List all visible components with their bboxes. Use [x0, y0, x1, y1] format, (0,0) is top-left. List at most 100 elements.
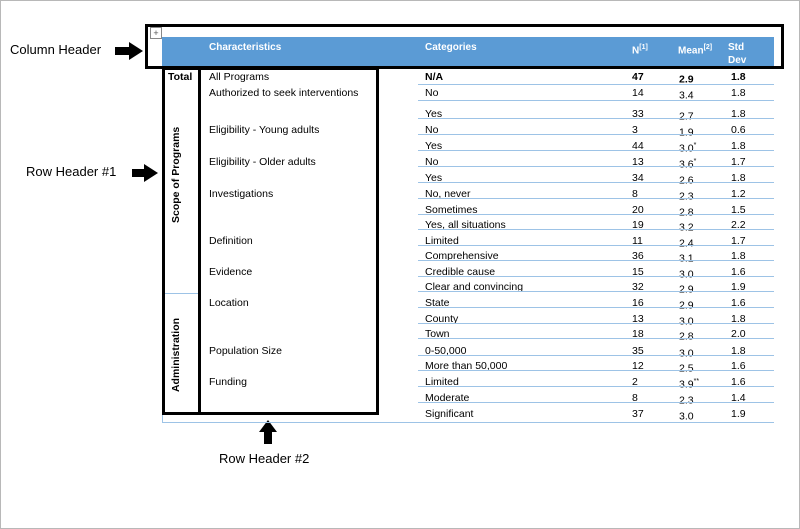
row-divider: [418, 198, 774, 199]
row-category: Yes: [425, 140, 443, 152]
row-category: County: [425, 313, 459, 325]
row-n: 8: [632, 392, 638, 404]
row-category: No: [425, 124, 439, 136]
row-mean: 2.8: [679, 204, 694, 219]
row-mean-value: 2.5: [679, 362, 694, 375]
row-category: State: [425, 297, 450, 309]
row-std-dev: 1.8: [731, 313, 746, 325]
row-n: 15: [632, 266, 644, 278]
column-header-row: Characteristics Categories N[1] Mean[2] …: [162, 37, 774, 67]
row-divider: [418, 134, 774, 135]
row-category: More than 50,000: [425, 360, 508, 372]
row-std-dev: 1.6: [731, 297, 746, 309]
row-std-dev: 1.8: [731, 250, 746, 262]
row-category: Limited: [425, 235, 459, 247]
row-divider: [418, 291, 774, 292]
row-mean-significance: **: [693, 378, 700, 385]
row-std-dev: 1.7: [731, 235, 746, 247]
row-category: 0-50,000: [425, 345, 467, 357]
row-category: No, never: [425, 188, 471, 200]
header-std: Std: [728, 42, 745, 53]
row-std-dev: 1.6: [731, 266, 746, 278]
row-divider: [418, 276, 774, 277]
row-category: No: [425, 87, 439, 99]
row-std-dev: 1.8: [731, 140, 746, 152]
row-divider: [418, 229, 774, 230]
row-divider: [418, 84, 774, 85]
row-category: Sometimes: [425, 204, 478, 216]
row-n: 35: [632, 345, 644, 357]
row-mean: 3.2: [679, 219, 694, 234]
row-std-dev: 1.8: [731, 172, 746, 184]
char-population: Population Size: [209, 345, 282, 357]
row-category: Clear and convincing: [425, 281, 524, 293]
row-std-dev: 1.9: [731, 408, 746, 420]
row-mean-significance: *: [693, 142, 697, 149]
row-mean-value: 2.8: [679, 330, 694, 343]
row-mean-value: 3.0: [679, 315, 694, 328]
row-std-dev: 2.2: [731, 219, 746, 231]
row-divider: [418, 323, 774, 324]
row-divider: [418, 370, 774, 371]
row-mean-value: 3.6: [679, 158, 694, 171]
row-category: No: [425, 156, 439, 168]
row-std-dev: 1.6: [731, 376, 746, 388]
table-move-handle-icon[interactable]: +: [150, 27, 162, 39]
row-mean: 3.4: [679, 87, 694, 102]
row-mean: 1.9: [679, 124, 694, 139]
column-header-label: Column Header: [10, 42, 102, 57]
row-header-2-highlight-box: [198, 67, 379, 415]
row-n: 33: [632, 108, 644, 120]
row-n: 14: [632, 87, 644, 99]
row-header-1-label: Row Header #1: [26, 164, 117, 179]
header-categories: Categories: [425, 42, 477, 53]
char-investigations: Investigations: [209, 188, 274, 200]
row-mean-value: 2.4: [679, 237, 694, 250]
row-mean: 3.0: [679, 313, 694, 328]
row-mean-value: 2.3: [679, 190, 694, 203]
row-divider: [418, 118, 774, 119]
row-header-1-highlight-box: [162, 67, 201, 415]
row-mean-value: 2.8: [679, 206, 694, 219]
row-category: Moderate: [425, 392, 470, 404]
row-mean-significance: *: [693, 158, 697, 165]
row-mean: 2.6: [679, 172, 694, 187]
row-n: 11: [632, 235, 643, 247]
row-mean-value: 2.7: [679, 110, 694, 123]
row-divider: [418, 245, 774, 246]
row-mean-value: 3.0: [679, 410, 694, 423]
char-evidence: Evidence: [209, 266, 253, 278]
row-std-dev: 1.7: [731, 156, 746, 168]
row-divider: [418, 214, 774, 215]
row-n: 47: [632, 71, 644, 83]
row-header-2-arrow: [259, 420, 277, 444]
row-n: 44: [632, 140, 644, 152]
row-mean-value: 3.0: [679, 347, 694, 360]
row-mean: 3.0: [679, 266, 694, 281]
row-n: 8: [632, 188, 638, 200]
row-n: 13: [632, 156, 644, 168]
row-n: 12: [632, 360, 644, 372]
row-mean-value: 1.9: [679, 126, 694, 139]
row-category: Town: [425, 328, 450, 340]
table-bottom-border: [162, 422, 774, 423]
row-mean-value: 2.9: [679, 73, 694, 86]
row-std-dev: 1.8: [731, 345, 746, 357]
row-header-1-arrow: [132, 164, 158, 182]
row-category: Yes: [425, 108, 443, 120]
row-mean-value: 3.2: [679, 221, 694, 234]
row-category: Credible cause: [425, 266, 496, 278]
row-divider: [418, 100, 774, 101]
row-std-dev: 1.9: [731, 281, 746, 293]
row-category: Significant: [425, 408, 474, 420]
row-mean-value: 2.9: [679, 299, 694, 312]
row-std-dev: 1.8: [731, 87, 746, 99]
char-elig-young: Eligibility - Young adults: [209, 124, 320, 136]
header-n: N[1]: [632, 44, 648, 57]
row-n: 18: [632, 328, 644, 340]
char-definition: Definition: [209, 235, 253, 247]
row-mean-value: 3.1: [679, 252, 694, 265]
row-n: 32: [632, 281, 644, 293]
row-mean: 2.9: [679, 297, 694, 312]
row-n: 19: [632, 219, 644, 231]
